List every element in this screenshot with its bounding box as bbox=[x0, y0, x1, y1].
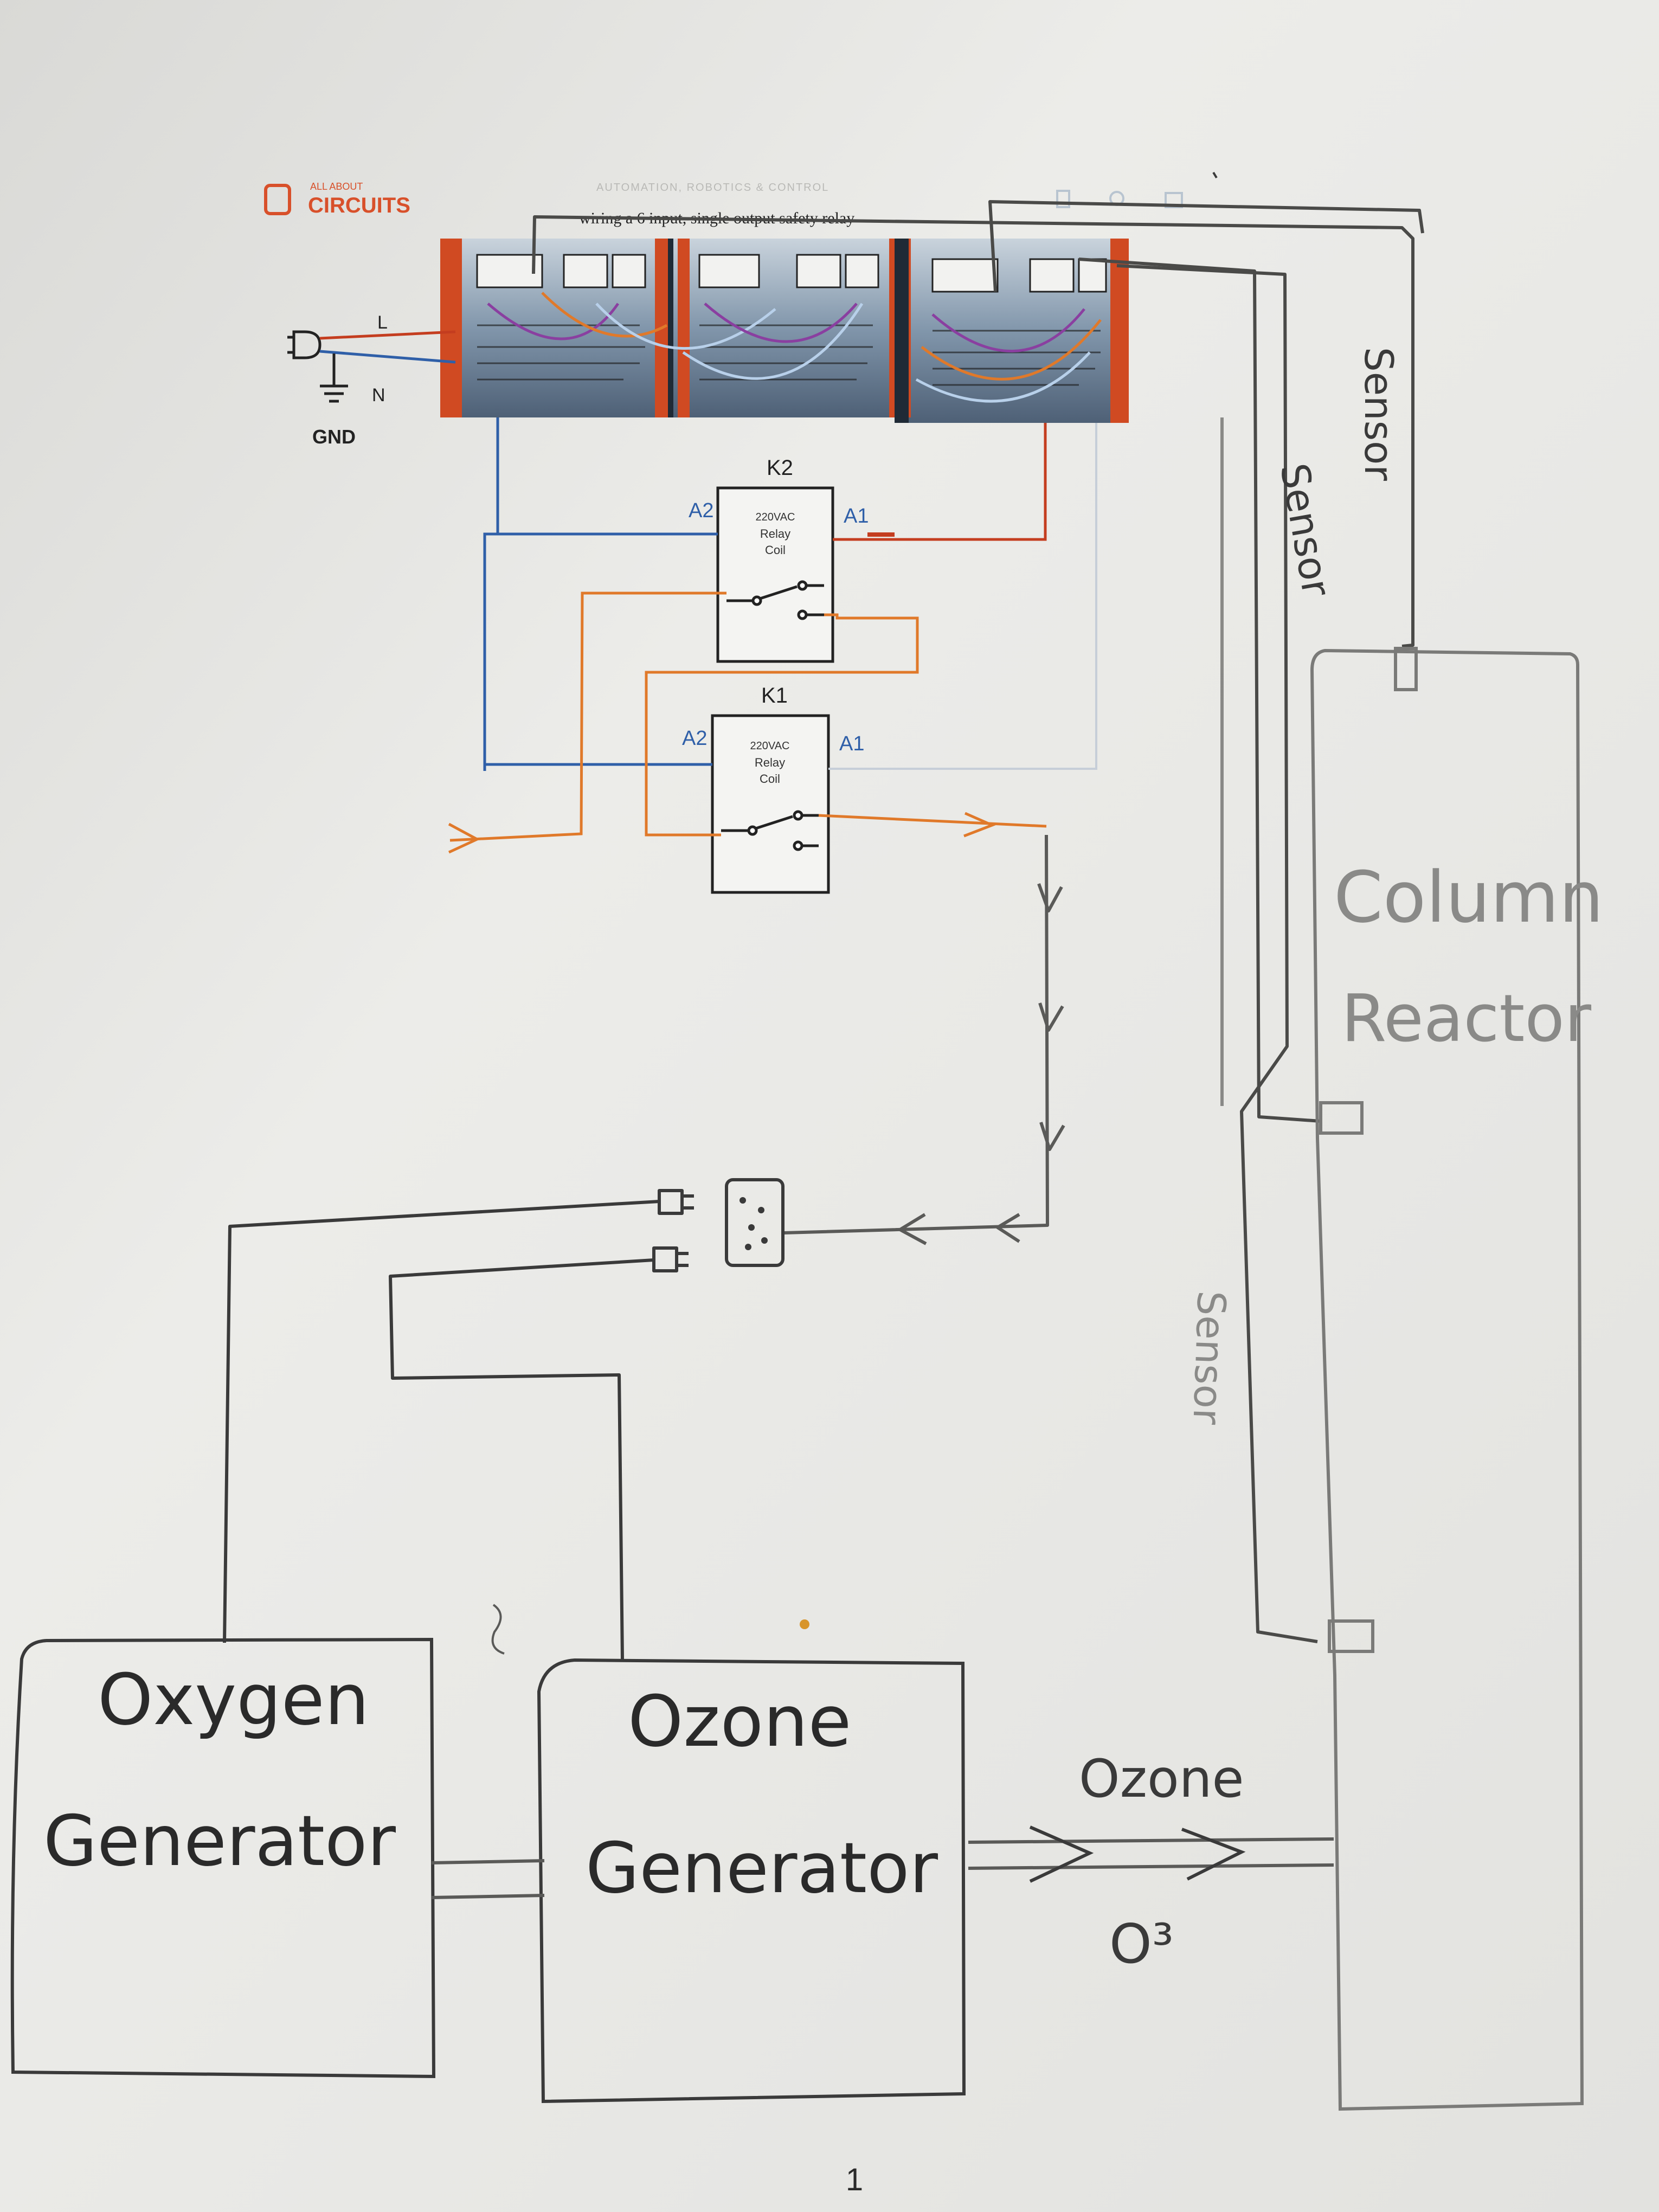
ozone-pipe-upper bbox=[968, 1837, 1334, 1844]
relay-k1-pin-a2: A2 bbox=[682, 727, 707, 750]
switched-power-wire bbox=[783, 834, 1049, 1234]
sensor-label-bottom: Sensor bbox=[1184, 1290, 1234, 1425]
flow-arrow-3 bbox=[1039, 1122, 1065, 1151]
flow-arrow-4 bbox=[996, 1213, 1020, 1243]
relay-k2-name: K2 bbox=[767, 456, 793, 480]
oxygen-label-line-2: Generator bbox=[43, 1801, 396, 1882]
mains-input: L N GND bbox=[287, 312, 456, 448]
sensor-port-middle bbox=[1319, 1101, 1364, 1135]
flow-arrow-1 bbox=[1037, 883, 1063, 912]
ground-icon bbox=[320, 353, 348, 403]
ozone-flow-label: Ozone bbox=[1079, 1748, 1244, 1809]
module-jumper-wires bbox=[487, 292, 1102, 403]
header-category: AUTOMATION, ROBOTICS & CONTROL bbox=[596, 182, 829, 194]
comment-icon bbox=[1165, 192, 1183, 208]
relay-k1-body bbox=[711, 714, 830, 894]
logo-icon bbox=[264, 184, 291, 215]
relay-k1-coil-line-1: 220VAC bbox=[750, 740, 789, 752]
sensor-wiring bbox=[532, 200, 1424, 1643]
neutral-wire-k1 bbox=[483, 532, 712, 766]
reactor-label-line-2: Reactor bbox=[1341, 981, 1592, 1057]
plug-icon-upper bbox=[658, 1189, 694, 1215]
sensor-label-top: Sensor bbox=[1356, 347, 1401, 481]
stray-tick bbox=[1212, 171, 1218, 179]
relay-k2-body bbox=[716, 486, 834, 663]
sensor-wire-low bbox=[1116, 264, 1318, 1643]
oxygen-generator bbox=[10, 1637, 436, 2079]
relay-k1-name: K1 bbox=[761, 684, 788, 708]
column-reactor-body bbox=[1310, 648, 1584, 2111]
sensor-wire-top bbox=[532, 215, 1414, 648]
supply-out-wire bbox=[818, 814, 1047, 828]
gas-piping bbox=[431, 1825, 1334, 1899]
ozone-pipe-lower bbox=[968, 1863, 1334, 1870]
k2-to-k1-wire bbox=[645, 613, 919, 837]
bookmark-icon bbox=[1056, 190, 1070, 208]
stray-orange-dot bbox=[800, 1619, 809, 1629]
plug-icon-lower bbox=[652, 1246, 689, 1272]
safety-output-wire bbox=[833, 423, 1047, 541]
relay-k1-pin-a1: A1 bbox=[839, 732, 864, 755]
oxygen-label-line-1: Oxygen bbox=[98, 1658, 369, 1741]
ozone-power-cord bbox=[389, 1258, 654, 1661]
line-label: L bbox=[377, 312, 388, 333]
mains-plug-icon bbox=[287, 330, 321, 359]
ozone-label-line-1: Ozone bbox=[628, 1680, 851, 1763]
supply-out-arrow bbox=[963, 812, 996, 838]
logo-small-text: ALL ABOUT bbox=[310, 181, 363, 192]
neutral-label: N bbox=[372, 385, 385, 406]
relay-k2-coil-line-3: Coil bbox=[765, 543, 786, 557]
oxygen-power-cord bbox=[223, 1200, 660, 1643]
supply-in-wire bbox=[449, 591, 726, 842]
ozone-flow-arrow-2 bbox=[1181, 1828, 1246, 1881]
relay-k2-coil-line-1: 220VAC bbox=[755, 511, 795, 523]
relay-k1: K1 A2 A1 220VAC Relay Coil bbox=[682, 684, 864, 894]
relay-k1-contact bbox=[721, 810, 819, 851]
ground-label: GND bbox=[312, 426, 356, 448]
power-distribution bbox=[223, 834, 1065, 1661]
flow-arrow-2 bbox=[1038, 1002, 1064, 1032]
ozone-generator bbox=[537, 1658, 966, 2104]
stray-pencil-mark bbox=[491, 1604, 505, 1655]
ozone-formula: O³ bbox=[1109, 1912, 1174, 1976]
column-reactor bbox=[1310, 647, 1584, 2111]
k1-a1-feed bbox=[828, 423, 1097, 770]
control-wiring bbox=[448, 417, 1097, 854]
relay-k2: K2 A2 A1 220VAC Relay Coil bbox=[689, 456, 869, 663]
ozone-generator-body bbox=[537, 1658, 966, 2104]
relay-k2-contact bbox=[726, 580, 824, 620]
relay-k2-coil-line-2: Relay bbox=[760, 527, 790, 541]
sensor-port-top bbox=[1394, 647, 1418, 691]
power-strip-icon bbox=[725, 1178, 785, 1267]
relay-k1-coil-line-3: Coil bbox=[760, 772, 780, 786]
outlet-dots bbox=[740, 1197, 768, 1250]
terminal-blocks bbox=[476, 254, 1107, 293]
sensor-port-bottom bbox=[1328, 1619, 1374, 1653]
logo-brand-text: CIRCUITS bbox=[308, 194, 410, 217]
sensor-wire-mid-drop bbox=[1078, 258, 1321, 1123]
oxygen-pipe-upper bbox=[431, 1859, 545, 1864]
sensor-labels: Sensor Sensor Sensor bbox=[1184, 347, 1401, 1425]
ozone-flow-arrow-1 bbox=[1029, 1825, 1094, 1883]
flow-arrow-5 bbox=[898, 1213, 927, 1245]
oxygen-pipe-lower bbox=[431, 1894, 545, 1899]
safety-relay-strip bbox=[440, 239, 1129, 423]
page-number: 1 bbox=[846, 2162, 863, 2197]
oxygen-generator-body bbox=[10, 1637, 436, 2079]
module-text-lines bbox=[477, 324, 1101, 386]
sensor-wire-middle bbox=[988, 200, 1424, 292]
relay-k2-pin-a2: A2 bbox=[689, 499, 713, 522]
reactor-label-line-1: Column bbox=[1334, 856, 1604, 938]
supply-in-arrow bbox=[448, 822, 480, 854]
relay-k1-coil-line-2: Relay bbox=[755, 756, 785, 769]
relay-k2-pin-a1: A1 bbox=[844, 505, 869, 528]
ozone-label-line-2: Generator bbox=[586, 1828, 938, 1909]
